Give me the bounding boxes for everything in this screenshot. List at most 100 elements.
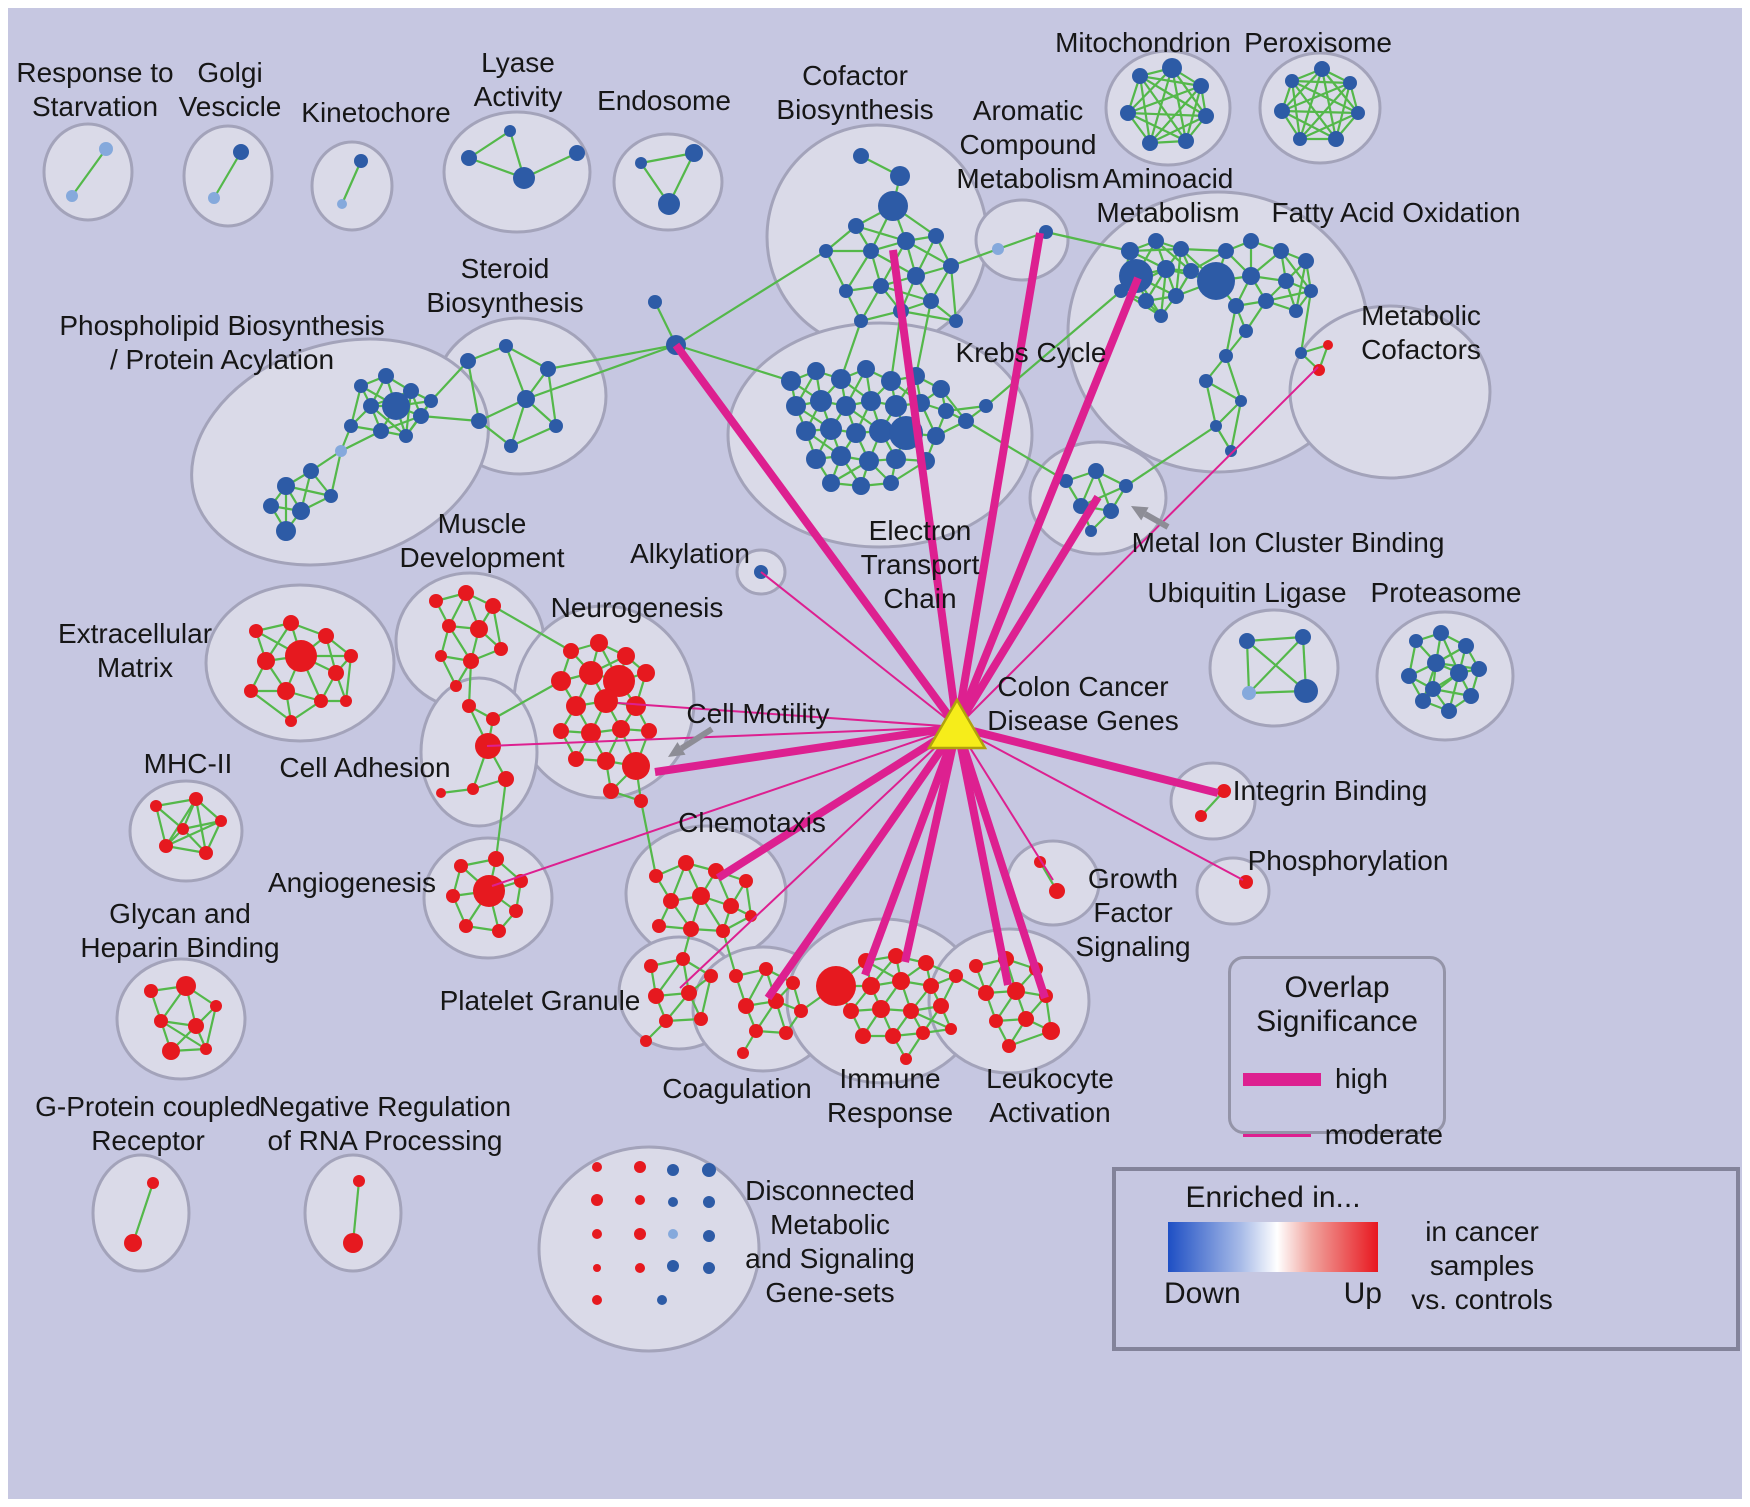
aminoacid-metabolism-node: [1219, 349, 1233, 363]
integrin-binding-bubble: [1169, 761, 1257, 841]
kinetochore-node: [337, 199, 347, 209]
ubiquitin-ligase-edge: [1245, 640, 1251, 694]
extracellular-matrix-node: [277, 682, 295, 700]
mitochondrion-node: [1178, 133, 1194, 149]
mitochondrion-edge: [1127, 112, 1187, 142]
peroxisome-edge: [1291, 80, 1359, 114]
phospholipid-biosynthesis-node: [324, 489, 338, 503]
pointer-arrow-shaft: [1143, 511, 1170, 530]
cofactor-biosynthesis-node: [839, 284, 853, 298]
aminoacid-metabolism-node: [1199, 374, 1213, 388]
cofactor-biosynthesis-node: [907, 267, 925, 285]
peroxisome-edge: [1334, 82, 1352, 140]
coagulation-node: [738, 998, 754, 1014]
aminoacid-metabolism-node: [1154, 309, 1168, 323]
cell-adhesion-node: [467, 783, 479, 795]
mitochondrion-edge: [1127, 67, 1173, 114]
green-link: [675, 250, 827, 346]
coagulation-node: [729, 969, 743, 983]
green-link: [430, 360, 469, 402]
steroid-biosynthesis-node: [540, 361, 556, 377]
aminoacid-metabolism-node: [1243, 233, 1259, 249]
proteasome-node: [1415, 693, 1431, 709]
layer-arrows: [668, 506, 1170, 757]
aminoacid-metabolism-node: [1119, 259, 1153, 293]
chemotaxis-node: [678, 855, 694, 871]
immune-response-node: [816, 966, 856, 1006]
electron-transport-chain-node: [831, 446, 851, 466]
g-protein-coupled-receptor-node: [147, 1177, 159, 1189]
electron-transport-chain-node: [859, 451, 879, 471]
mhc-ii-label: MHC-II: [144, 748, 233, 779]
disconnected-gene-sets-node: [634, 1228, 646, 1240]
phospholipid-biosynthesis-node: [373, 423, 389, 439]
electron-transport-chain-node: [810, 390, 832, 412]
cofactor-biosynthesis-node: [854, 314, 868, 328]
aminoacid-metabolism-node: [1225, 445, 1237, 457]
moderate-overlap-edge: [491, 726, 958, 887]
growth-factor-signaling-node: [1049, 883, 1065, 899]
mitochondrion-edge: [1127, 84, 1202, 115]
extracellular-matrix-node: [244, 684, 258, 698]
electron-transport-chain-node: [958, 413, 974, 429]
neurogenesis-node: [590, 634, 608, 652]
proteasome-node: [1450, 664, 1468, 682]
mitochondrion-node: [1120, 105, 1136, 121]
mitochondrion-node: [1132, 68, 1148, 84]
disconnected-gene-sets-bubble: [537, 1145, 761, 1353]
peroxisome-edge: [1281, 110, 1337, 140]
aminoacid-metabolism-node: [1121, 242, 1139, 260]
green-link: [1125, 425, 1217, 487]
glycan-heparin-binding-node: [200, 1043, 212, 1055]
aminoacid-metabolism-edge: [1229, 400, 1243, 452]
phosphorylation-label: Phosphorylation: [1248, 845, 1449, 876]
aminoacid-metabolism-node: [1218, 243, 1234, 259]
phospholipid-biosynthesis-node: [378, 368, 394, 384]
muscle-development-node: [470, 620, 488, 638]
coagulation-node: [737, 1047, 749, 1059]
steroid-biosynthesis-node: [504, 439, 518, 453]
high-overlap-edge: [654, 723, 958, 776]
negative-regulation-rna-edge: [351, 1180, 361, 1244]
disconnected-gene-sets-node: [593, 1264, 601, 1272]
peroxisome-node: [1293, 132, 1307, 146]
muscle-development-node: [450, 680, 462, 692]
extracellular-matrix-node: [340, 695, 352, 707]
platelet-granule-node: [648, 988, 664, 1004]
electron-transport-chain-node: [846, 423, 866, 443]
neurogenesis-node: [597, 752, 615, 770]
immune-response-node: [843, 1003, 859, 1019]
phospholipid-biosynthesis-node: [263, 498, 279, 514]
cofactor-biosynthesis-edge: [825, 250, 847, 292]
electron-transport-chain-node: [786, 396, 806, 416]
moderate-overlap-edge: [956, 366, 1319, 728]
mitochondrion-label: Mitochondrion: [1055, 27, 1231, 58]
electron-transport-chain-node: [836, 396, 856, 416]
response-to-starvation-edge: [71, 148, 107, 197]
aminoacid-metabolism-node: [1289, 304, 1303, 318]
phospholipid-biosynthesis-edge: [329, 450, 343, 497]
lyase-activity-node: [513, 167, 535, 189]
phosphorylation-node: [1239, 875, 1253, 889]
platelet-granule-label: Platelet Granule: [440, 985, 641, 1016]
electron-transport-chain-node: [938, 403, 954, 419]
neurogenesis-node: [603, 665, 635, 697]
cell-motility-label: Cell Motility: [686, 698, 829, 729]
cell-adhesion-node: [436, 788, 446, 798]
colon-cancer-hub-triangle: [926, 697, 988, 750]
legend-moderate-row: moderate: [1243, 1119, 1443, 1151]
green-link: [914, 300, 933, 377]
negative-regulation-rna-bubble: [303, 1153, 403, 1273]
high-overlap-edge: [953, 725, 1049, 1000]
disconnected-gene-sets-node: [635, 1195, 645, 1205]
peroxisome-label: Peroxisome: [1244, 27, 1392, 58]
immune-response-node: [862, 977, 880, 995]
extracellular-matrix-node: [257, 652, 275, 670]
